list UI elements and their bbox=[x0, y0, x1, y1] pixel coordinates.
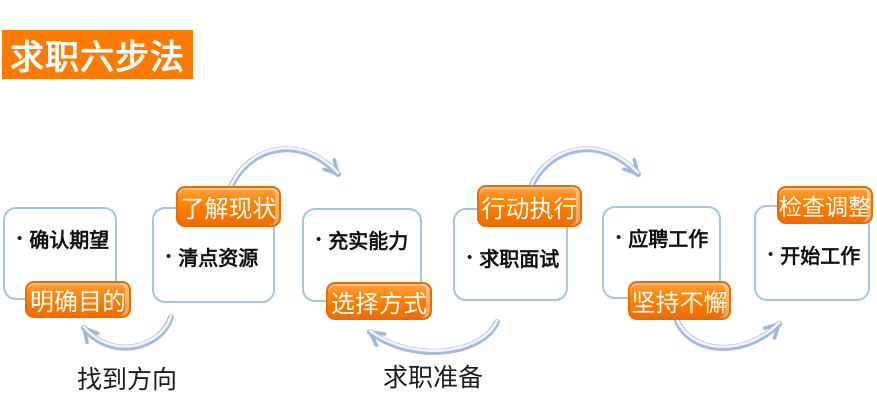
phase-label-1: 找到方向 bbox=[77, 366, 178, 394]
arc-bottom-2 bbox=[367, 319, 500, 355]
step-box-4-text: 求职面试 bbox=[479, 249, 560, 271]
arc-top-1 bbox=[225, 146, 341, 198]
step-box-2-text: 清点资源 bbox=[178, 248, 259, 270]
bullet-icon: • bbox=[166, 248, 172, 265]
step-box-6-text: 开始工作 bbox=[780, 246, 861, 268]
page-title: 求职六步法 bbox=[2, 30, 193, 79]
step-box-3-text: 充实能力 bbox=[328, 231, 409, 253]
phase-label-2: 求职准备 bbox=[383, 364, 484, 392]
step-tag-5: 坚持不懈 bbox=[628, 281, 731, 320]
bullet-icon: • bbox=[17, 230, 23, 247]
step-tag-2: 了解现状 bbox=[176, 186, 281, 227]
step-box-5-text: 应聘工作 bbox=[628, 229, 709, 251]
step-tag-6: 检查调整 bbox=[777, 186, 873, 224]
step-tag-3: 选择方式 bbox=[326, 282, 432, 320]
step-tag-4: 行动执行 bbox=[477, 185, 582, 227]
bullet-icon: • bbox=[316, 231, 322, 248]
arc-bottom-3 bbox=[673, 315, 782, 351]
bullet-icon: • bbox=[616, 229, 622, 246]
step-tag-1: 明确目的 bbox=[25, 281, 131, 318]
step-box-1-text: 确认期望 bbox=[29, 230, 110, 252]
bullet-icon: • bbox=[467, 249, 473, 266]
arc-bottom-1 bbox=[81, 314, 174, 351]
arc-top-2 bbox=[525, 146, 641, 198]
bullet-icon: • bbox=[768, 246, 774, 263]
